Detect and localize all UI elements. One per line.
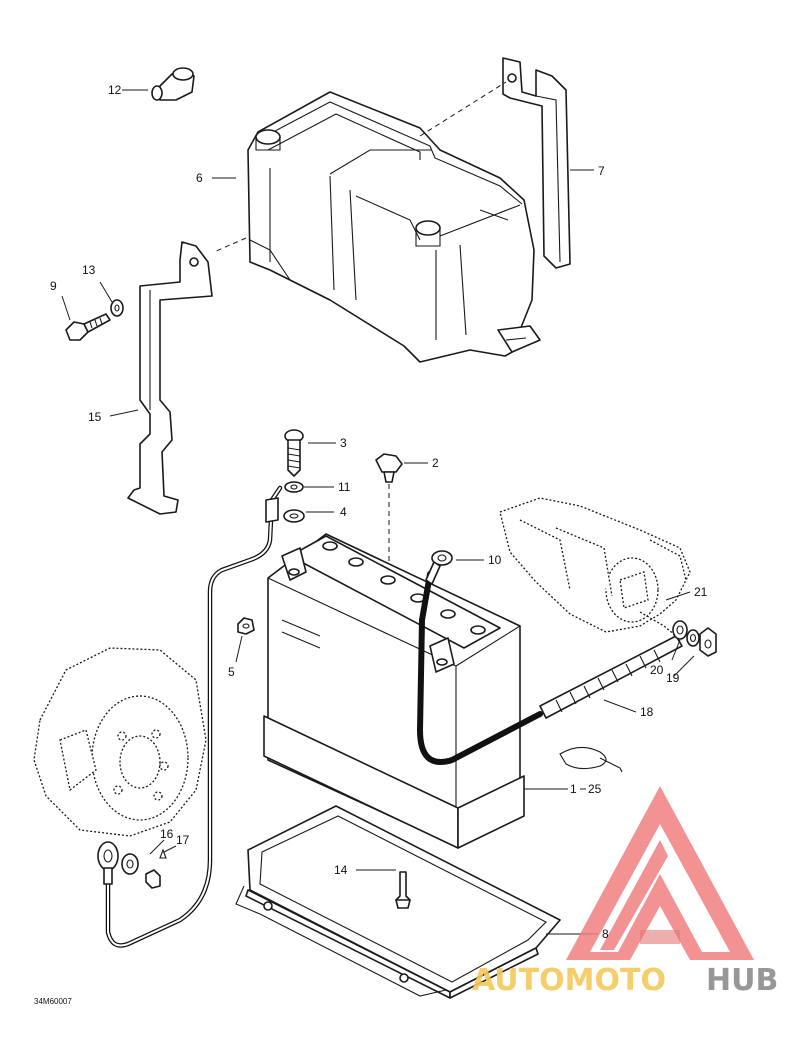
callout-1: 1 bbox=[570, 782, 577, 796]
lock-washer-part bbox=[284, 481, 304, 493]
battery-cable-part bbox=[416, 550, 543, 765]
callout-12: 12 bbox=[108, 83, 122, 97]
callout-19: 19 bbox=[666, 671, 680, 685]
callout-labels: 12 6 7 13 9 15 3 2 11 4 10 5 21 20 19 18… bbox=[34, 83, 708, 1006]
watermark-brand-suffix: HUB bbox=[706, 963, 778, 998]
callout-13: 13 bbox=[82, 263, 96, 277]
lock-washer-starter-part bbox=[686, 629, 700, 647]
cable-tie-part bbox=[559, 746, 623, 773]
starter-nut-part bbox=[699, 627, 717, 657]
vent-cap-part bbox=[375, 453, 403, 483]
bolt-part bbox=[65, 313, 111, 341]
starter-cable-part bbox=[539, 635, 683, 719]
callout-20: 20 bbox=[650, 663, 664, 677]
callout-10: 10 bbox=[488, 553, 502, 567]
tray-pin-part bbox=[395, 871, 411, 909]
callout-3: 3 bbox=[340, 436, 347, 450]
callout-14: 14 bbox=[334, 863, 348, 877]
terminal-bolt-part bbox=[284, 429, 304, 477]
callout-9: 9 bbox=[50, 279, 57, 293]
figure-reference: 34M60007 bbox=[34, 997, 72, 1006]
ground-cable-part bbox=[97, 485, 283, 948]
callout-15: 15 bbox=[88, 410, 102, 424]
callout-21: 21 bbox=[694, 585, 708, 599]
battery-cover-part bbox=[247, 91, 541, 363]
starter-motor-reference bbox=[499, 497, 691, 637]
battery-part bbox=[263, 533, 525, 849]
callout-5: 5 bbox=[228, 665, 235, 679]
watermark-logo bbox=[566, 786, 754, 960]
starter-washer-part bbox=[672, 620, 688, 640]
watermark-brand: AUTOMOTO bbox=[472, 963, 666, 998]
flat-washer-part bbox=[283, 509, 305, 523]
ground-washer-part bbox=[121, 853, 139, 875]
callout-16: 16 bbox=[160, 827, 174, 841]
washer-part bbox=[110, 299, 124, 317]
callout-2: 2 bbox=[432, 456, 439, 470]
ground-screw-part bbox=[145, 848, 167, 889]
callout-17: 17 bbox=[176, 833, 190, 847]
callout-25: 25 bbox=[588, 782, 602, 796]
callout-7: 7 bbox=[598, 164, 605, 178]
callout-4: 4 bbox=[340, 505, 347, 519]
nut-part bbox=[237, 617, 255, 635]
callout-18: 18 bbox=[640, 705, 654, 719]
callout-1-25: 1 25 bbox=[570, 782, 602, 796]
callout-8: 8 bbox=[602, 927, 609, 941]
left-bracket-part bbox=[127, 241, 213, 515]
elbow-fitting-part bbox=[151, 67, 195, 101]
callout-6: 6 bbox=[196, 171, 203, 185]
right-bracket-part bbox=[502, 57, 571, 269]
callout-11: 11 bbox=[338, 480, 351, 494]
engine-housing-reference bbox=[33, 647, 207, 837]
watermark-text: AUTOMOTO HUB bbox=[472, 963, 778, 998]
